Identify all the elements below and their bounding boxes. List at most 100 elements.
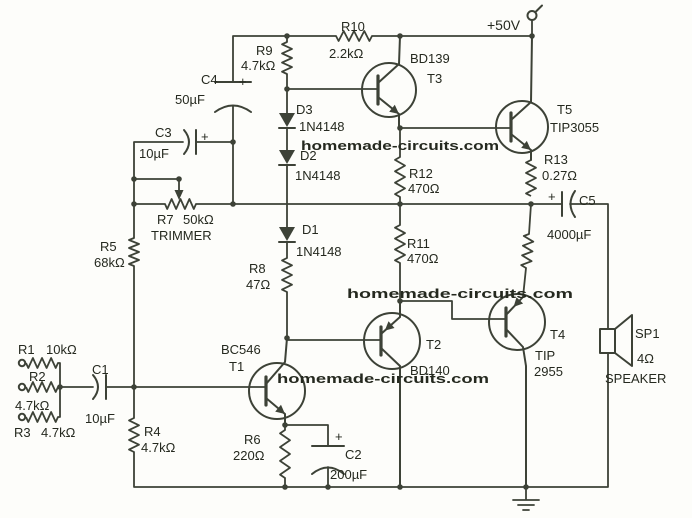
r9-ref-label: R9 xyxy=(256,43,273,58)
capacitor-c5-symbol xyxy=(561,190,576,218)
capacitor-c3-symbol xyxy=(183,129,197,155)
t5-part-label: TIP3055 xyxy=(550,120,599,135)
c3-polarity-label: + xyxy=(201,129,209,144)
watermark-middle: homemade-circuits.com xyxy=(347,286,573,301)
r13-ref-label: R13 xyxy=(544,152,568,167)
c4-polarity-label: + xyxy=(239,74,247,89)
r5-value-label: 68kΩ xyxy=(94,255,125,270)
input-terminals xyxy=(17,358,27,422)
c5-ref-label: C5 xyxy=(579,193,596,208)
input-terminal-2 xyxy=(17,382,27,392)
resistor-r4-symbol xyxy=(128,417,140,453)
r12-value-label: 470Ω xyxy=(408,181,440,196)
r11-value-label: 470Ω xyxy=(407,251,439,266)
watermarks: homemade-circuits.com homemade-circuits.… xyxy=(277,138,573,386)
c2-polarity-label: + xyxy=(335,429,343,444)
resistor-r6-symbol xyxy=(279,429,291,479)
junction-dots xyxy=(57,33,535,490)
r7-ref-label: R7 xyxy=(157,212,174,227)
supply-terminal xyxy=(526,4,543,21)
resistor-r12-symbol xyxy=(394,156,406,198)
c3-value-label: 10µF xyxy=(139,146,169,161)
r6-value-label: 220Ω xyxy=(233,448,265,463)
t5-ref-label: T5 xyxy=(557,102,572,117)
r3-value-label: 4.7kΩ xyxy=(41,425,76,440)
sp1-impedance-label: 4Ω xyxy=(637,351,654,366)
diode-d3-symbol xyxy=(278,113,296,129)
r1-ref-label: R1 xyxy=(18,342,35,357)
r13-value-label: 0.27Ω xyxy=(542,168,577,183)
watermark-top: homemade-circuits.com xyxy=(301,138,499,153)
c2-value-label: 200µF xyxy=(330,467,367,482)
sp1-label: SPEAKER xyxy=(605,371,666,386)
resistor-r7-symbol xyxy=(164,198,197,210)
c2-ref-label: C2 xyxy=(345,447,362,462)
d1-part-label: 1N4148 xyxy=(296,244,342,259)
sp1-ref-label: SP1 xyxy=(635,326,660,341)
d3-part-label: 1N4148 xyxy=(299,119,345,134)
r1-value-label: 10kΩ xyxy=(46,342,77,357)
r2-value-label: 4.7kΩ xyxy=(15,398,50,413)
r2-ref-label: R2 xyxy=(29,369,46,384)
c1-value-label: 10µF xyxy=(85,411,115,426)
resistor-output-emitter-symbol xyxy=(520,233,535,269)
t4-part-line2-label: 2955 xyxy=(534,364,563,379)
labels: +50V R10 2.2kΩ R9 4.7kΩ C4 + 50µF BD139 … xyxy=(14,17,666,482)
resistor-r10-symbol xyxy=(335,30,373,42)
transistor-t1-symbol xyxy=(248,337,306,426)
transistor-t5-symbol xyxy=(495,35,549,161)
diode-d2-symbol xyxy=(278,150,296,166)
r5-ref-label: R5 xyxy=(100,239,117,254)
c5-value-label: 4000µF xyxy=(547,227,591,242)
resistor-r11-symbol xyxy=(394,224,406,264)
r7-value-label: 50kΩ xyxy=(183,212,214,227)
r10-value-label: 2.2kΩ xyxy=(329,46,364,61)
d3-ref-label: D3 xyxy=(296,102,313,117)
r8-ref-label: R8 xyxy=(249,261,266,276)
resistor-r3-symbol xyxy=(25,411,59,423)
r10-ref-label: R10 xyxy=(341,19,365,34)
t3-part-label: BD139 xyxy=(410,51,450,66)
r8-value-label: 47Ω xyxy=(246,277,270,292)
t3-ref-label: T3 xyxy=(427,71,442,86)
d2-ref-label: D2 xyxy=(300,148,317,163)
transistor-t2-symbol xyxy=(363,300,421,488)
t1-part-label: BC546 xyxy=(221,342,261,357)
r9-value-label: 4.7kΩ xyxy=(241,58,276,73)
r4-value-label: 4.7kΩ xyxy=(141,440,176,455)
capacitor-c2-symbol xyxy=(311,445,345,475)
c1-ref-label: C1 xyxy=(92,362,109,377)
supply-label: +50V xyxy=(487,17,521,33)
t1-ref-label: T1 xyxy=(229,359,244,374)
c4-value-label: 50µF xyxy=(175,92,205,107)
resistor-r9-symbol xyxy=(281,41,293,75)
speaker-symbol xyxy=(599,314,633,367)
resistor-r5-symbol xyxy=(128,237,140,267)
input-terminal-3 xyxy=(17,412,27,422)
d1-ref-label: D1 xyxy=(302,222,319,237)
r3-ref-label: R3 xyxy=(14,425,31,440)
t2-ref-label: T2 xyxy=(426,337,441,352)
trimmer-wiper-arrow xyxy=(174,190,184,200)
transistor-t3-symbol xyxy=(361,35,417,129)
c3-ref-label: C3 xyxy=(155,125,172,140)
t4-part-line1-label: TIP xyxy=(535,348,555,363)
input-terminal-1 xyxy=(17,358,27,368)
c4-ref-label: C4 xyxy=(201,72,218,87)
r11-ref-label: R11 xyxy=(407,236,430,251)
capacitor-c1-symbol xyxy=(92,374,107,400)
watermark-bottom: homemade-circuits.com xyxy=(277,371,489,386)
t4-ref-label: T4 xyxy=(550,327,565,342)
t2-part-label: BD140 xyxy=(410,363,450,378)
resistor-r13-symbol xyxy=(525,159,537,197)
resistor-r1-symbol xyxy=(25,357,59,369)
diode-d1-symbol xyxy=(278,227,296,243)
r12-ref-label: R12 xyxy=(409,166,433,181)
resistor-r8-symbol xyxy=(281,257,293,293)
transistor-t4-symbol xyxy=(488,293,546,488)
resistor-symbols xyxy=(25,30,537,479)
resistor-r2-symbol xyxy=(25,381,59,393)
r4-ref-label: R4 xyxy=(144,424,161,439)
